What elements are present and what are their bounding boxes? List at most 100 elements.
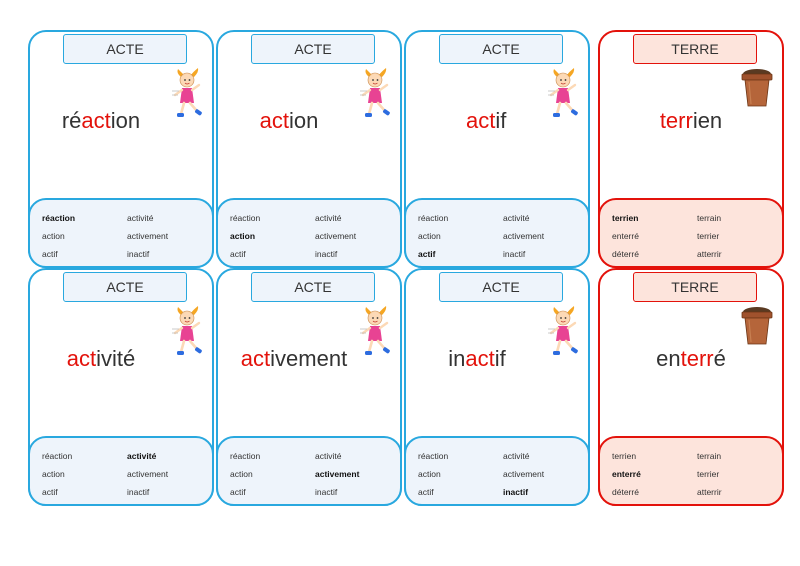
word-root: act bbox=[465, 346, 495, 371]
card-word: activement bbox=[218, 346, 370, 372]
family-tag: ACTE bbox=[251, 272, 375, 302]
family-word: activité bbox=[127, 451, 157, 461]
word-suffix: if bbox=[494, 346, 506, 371]
family-tag: TERRE bbox=[633, 34, 757, 64]
word-card-5: ACTE activité réaction activité action act… bbox=[28, 268, 214, 506]
family-word: terrien bbox=[612, 213, 639, 223]
family-tag: ACTE bbox=[63, 34, 187, 64]
word-root: terr bbox=[680, 346, 714, 371]
word-suffix: ivité bbox=[96, 346, 136, 371]
family-word: enterré bbox=[612, 231, 639, 241]
card-word: inactif bbox=[406, 346, 548, 372]
running-girl-icon bbox=[548, 306, 578, 355]
family-tag: ACTE bbox=[63, 272, 187, 302]
word-root: act bbox=[81, 108, 111, 133]
card-word: activité bbox=[30, 346, 172, 372]
family-word: terrain bbox=[697, 213, 722, 223]
word-family-box: réaction activité action activement actif i… bbox=[28, 198, 214, 268]
family-word: action bbox=[230, 231, 256, 241]
family-word: activité bbox=[503, 451, 530, 461]
word-suffix: ien bbox=[692, 108, 723, 133]
family-word: réaction bbox=[230, 213, 261, 223]
family-word: actif bbox=[418, 487, 434, 497]
word-family-box: réaction activité action activement actif i… bbox=[404, 436, 590, 506]
family-word: terrien bbox=[612, 451, 637, 461]
card-word: enterré bbox=[600, 346, 782, 372]
family-tag: ACTE bbox=[439, 272, 563, 302]
card-word: terrien bbox=[600, 108, 782, 134]
family-word: inactif bbox=[315, 487, 338, 497]
family-word: terrain bbox=[697, 451, 722, 461]
card-word: action bbox=[218, 108, 360, 134]
family-word: atterrir bbox=[697, 487, 722, 497]
word-suffix: ivement bbox=[270, 346, 348, 371]
family-word: actif bbox=[42, 487, 58, 497]
family-word: activement bbox=[503, 231, 545, 241]
family-word: activité bbox=[315, 213, 342, 223]
family-word: terrier bbox=[697, 231, 720, 241]
word-prefix: en bbox=[656, 346, 681, 371]
word-family-box: terrien terrain enterré terrier déterré att… bbox=[598, 436, 784, 506]
running-girl-icon bbox=[360, 306, 390, 355]
word-suffix: ion bbox=[110, 108, 141, 133]
family-word: déterré bbox=[612, 487, 639, 497]
word-root: act bbox=[259, 108, 289, 133]
word-prefix: in bbox=[448, 346, 466, 371]
family-tag: TERRE bbox=[633, 272, 757, 302]
word-suffix: ion bbox=[289, 108, 319, 133]
running-girl-icon bbox=[172, 306, 202, 355]
family-word: enterré bbox=[612, 469, 641, 479]
family-word: réaction bbox=[418, 213, 449, 223]
family-word: activité bbox=[503, 213, 530, 223]
family-word: déterré bbox=[612, 249, 639, 259]
family-word: terrier bbox=[697, 469, 720, 479]
family-word: actif bbox=[230, 487, 246, 497]
family-word: réaction bbox=[418, 451, 449, 461]
family-word: inactif bbox=[315, 249, 338, 259]
card-word: réaction bbox=[30, 108, 172, 134]
family-tag: ACTE bbox=[251, 34, 375, 64]
card-word: actif bbox=[466, 108, 506, 134]
family-word: inactif bbox=[127, 249, 150, 259]
family-word: inactif bbox=[127, 487, 150, 497]
family-word: activement bbox=[315, 231, 357, 241]
family-word: action bbox=[418, 469, 441, 479]
family-tag: ACTE bbox=[439, 34, 563, 64]
word-root: terr bbox=[659, 108, 693, 133]
family-word: inactif bbox=[503, 249, 526, 259]
word-family-box: terrien terrain enterré terrier déterré att… bbox=[598, 198, 784, 268]
flower-pot-icon bbox=[741, 307, 773, 345]
word-prefix: ré bbox=[61, 108, 82, 133]
family-word: activement bbox=[503, 469, 545, 479]
word-family-box: réaction activité action activement actif i… bbox=[28, 436, 214, 506]
word-root: act bbox=[66, 346, 97, 371]
running-girl-icon bbox=[360, 68, 390, 117]
family-word: inactif bbox=[503, 487, 529, 497]
family-word: action bbox=[42, 231, 65, 241]
family-word: activement bbox=[127, 231, 169, 241]
flower-pot-icon bbox=[741, 69, 773, 107]
word-suffix: if bbox=[495, 108, 507, 133]
family-word: activement bbox=[127, 469, 169, 479]
family-word: actif bbox=[42, 249, 58, 259]
family-word: actif bbox=[418, 249, 436, 259]
family-word: activité bbox=[127, 213, 154, 223]
family-word: réaction bbox=[42, 213, 76, 223]
word-card-2: ACTE action réaction activité action activ… bbox=[216, 30, 402, 268]
family-word: activité bbox=[315, 451, 342, 461]
family-word: atterrir bbox=[697, 249, 722, 259]
running-girl-icon bbox=[172, 68, 202, 117]
word-root: act bbox=[466, 108, 496, 133]
word-suffix: é bbox=[713, 346, 726, 371]
family-word: action bbox=[42, 469, 65, 479]
family-word: réaction bbox=[42, 451, 73, 461]
